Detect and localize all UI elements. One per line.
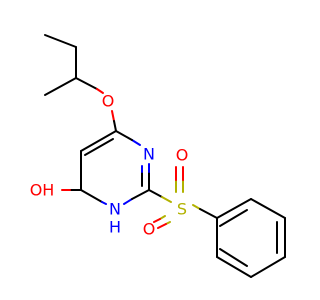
bond-s-obottom-double-seg: [157, 223, 167, 229]
phenyl-bond-2: [250, 198, 286, 219]
bond-n3-c6-seg: [131, 139, 141, 146]
bond-c2-s: [148, 189, 163, 198]
bond-s-obottom-seg: [153, 218, 161, 223]
atom-n-nh: N: [109, 200, 121, 219]
structure-canvas: O N N H OH S O O: [29, 34, 286, 278]
phenyl-bond-5-double: [219, 248, 248, 267]
atom-o-sulfonyl-top: O: [176, 146, 189, 165]
atom-o-ether: O: [102, 92, 115, 111]
bond-c6-c5-double: [84, 138, 114, 156]
phenyl-bond-1: [216, 198, 252, 219]
bond-nh-c2: [131, 189, 150, 200]
atom-h-nh: H: [109, 218, 121, 237]
atom-n-ring: N: [143, 145, 155, 164]
phenyl-bond-5: [216, 256, 252, 278]
bond-oether-ring: [111, 110, 115, 122]
atom-s: S: [177, 200, 187, 219]
bond-ethyl-c1-c2: [44, 34, 77, 48]
bond-c4-nh-seg: [101, 201, 107, 205]
phenyl-bond-4: [250, 256, 286, 278]
bond-methyl-c: [44, 77, 77, 96]
bond-s-phenyl: [199, 208, 218, 219]
bond-c2-s-seg: [161, 196, 172, 203]
bond-c6-c5: [80, 130, 117, 152]
bond-oether-c-seg: [96, 88, 104, 94]
atom-o-sulfonyl-bottom: O: [143, 220, 156, 239]
bond-n3-c6: [115, 130, 133, 141]
molecule-diagram: O N N H OH S O O: [30, 34, 286, 278]
atom-oh: OH: [30, 181, 55, 200]
bond-oether-ring-c: [113, 120, 117, 132]
phenyl-bond-1-double: [219, 209, 248, 227]
bond-c-oether: [75, 77, 98, 90]
bond-s-phenyl-seg: [192, 204, 201, 210]
bond-c4-nh: [80, 189, 103, 203]
bond-nh-c2-seg: [123, 198, 133, 205]
